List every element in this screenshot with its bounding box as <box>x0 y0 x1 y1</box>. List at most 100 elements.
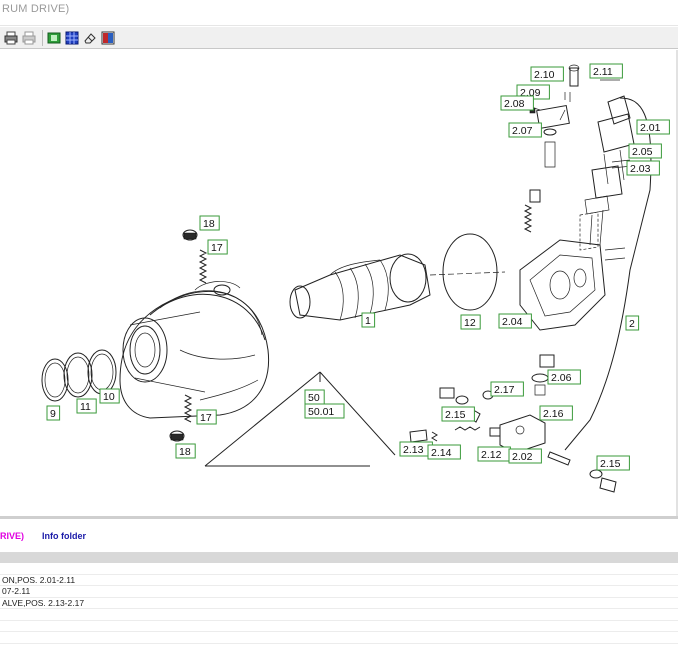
part-callout-text: 2.01 <box>640 122 661 134</box>
part-callout-text: 2.14 <box>431 447 452 459</box>
part-callout-label[interactable]: 2.11 <box>589 63 623 79</box>
part-callout-label[interactable]: 50.01 <box>304 403 345 419</box>
part-callout-text: 2.07 <box>512 125 533 137</box>
part-callout-label[interactable]: 10 <box>99 388 120 404</box>
leader-lines <box>204 79 652 467</box>
window-title: RUM DRIVE) <box>2 3 70 15</box>
part-callout-label[interactable]: 2.08 <box>500 95 534 111</box>
part-callout-text: 2.10 <box>534 69 555 81</box>
part-callout-label[interactable]: 2.16 <box>539 405 573 421</box>
part-callout-label[interactable]: 2.12 <box>477 446 511 462</box>
part-callout-label[interactable]: 1 <box>361 312 376 328</box>
toolbar <box>0 27 678 49</box>
parts-drawing-canvas: 2.102.112.092.082.072.012.052.0318171122… <box>41 63 670 493</box>
part-callout-text: 2 <box>629 318 635 330</box>
lower-valve-parts <box>409 354 617 493</box>
table-row[interactable] <box>0 632 678 644</box>
part-callout-label[interactable]: 18 <box>199 215 220 231</box>
part-callout-label[interactable]: 18 <box>175 443 196 459</box>
part-callout-text: 2.02 <box>512 451 533 463</box>
part-callout-label[interactable]: 2.06 <box>547 369 581 385</box>
seal-ring-part <box>442 233 498 311</box>
part-callout-label[interactable]: 2.03 <box>626 160 660 176</box>
part-callout-label[interactable]: 11 <box>76 398 97 414</box>
print-button[interactable] <box>3 30 18 45</box>
grid-icon <box>65 31 78 44</box>
tab-info-folder[interactable]: Info folder <box>42 531 86 541</box>
part-callout-label[interactable]: 2.07 <box>508 122 542 138</box>
part-callout-label[interactable]: 17 <box>207 239 228 255</box>
print-icon <box>4 31 17 44</box>
spring-lower-part <box>169 394 193 442</box>
part-callout-label[interactable]: 2.15 <box>441 406 475 422</box>
table-row[interactable]: ON,POS. 2.01-2.11 <box>0 575 678 586</box>
print-preview-button[interactable] <box>21 30 36 45</box>
part-callout-label[interactable]: 50 <box>304 389 325 405</box>
part-callout-text: 2.12 <box>481 449 502 461</box>
part-callout-label[interactable]: 2.17 <box>490 381 524 397</box>
window-title-bar: RUM DRIVE) <box>0 0 678 26</box>
table-row[interactable] <box>0 563 678 575</box>
part-callout-text: 11 <box>80 401 91 413</box>
part-callout-text: 12 <box>464 317 476 329</box>
table-row[interactable] <box>0 609 678 621</box>
part-callout-text: 50 <box>308 392 320 404</box>
motor-housing-part <box>119 281 270 419</box>
table-column-header <box>0 553 678 563</box>
part-callout-label[interactable]: 2.05 <box>628 143 662 159</box>
print-preview-icon <box>22 31 35 44</box>
part-callout-text: 2.13 <box>403 444 424 456</box>
export-button[interactable] <box>46 30 61 45</box>
o-ring-part <box>63 352 93 398</box>
part-callout-text: 17 <box>211 242 223 254</box>
table-row[interactable]: ALVE,POS. 2.13-2.17 <box>0 598 678 609</box>
part-callout-text: 9 <box>50 408 56 420</box>
part-callout-text: 2.04 <box>502 316 523 328</box>
snap-ring-part <box>41 358 69 402</box>
part-callout-text: 1 <box>365 315 371 327</box>
part-callout-label[interactable]: 2.15 <box>596 455 630 471</box>
eraser-button[interactable] <box>82 30 97 45</box>
bottom-tab-strip: RIVE) Info folder <box>0 525 678 545</box>
table-row[interactable]: 07-2.11 <box>0 586 678 598</box>
rotor-group-part <box>289 253 506 321</box>
part-callout-label[interactable]: 2.10 <box>530 66 564 82</box>
panel-splitter[interactable] <box>0 516 678 519</box>
export-icon <box>47 32 60 43</box>
part-callout-text: 2.16 <box>543 408 564 420</box>
part-callout-label[interactable]: 17 <box>196 409 217 425</box>
part-callout-text: 2.06 <box>551 372 572 384</box>
part-callout-text: 18 <box>179 446 191 458</box>
table-row[interactable] <box>0 621 678 632</box>
part-callout-label[interactable]: 2.14 <box>427 444 461 460</box>
part-callout-text: 50.01 <box>308 406 334 418</box>
part-callout-label[interactable]: 2 <box>625 315 640 331</box>
part-callout-text: 2.08 <box>504 98 525 110</box>
part-callout-text: 2.05 <box>632 146 653 158</box>
part-callout-text: 18 <box>203 218 215 230</box>
part-callout-text: 10 <box>103 391 115 403</box>
bookmark-button[interactable] <box>100 30 115 45</box>
tab-underline <box>0 545 678 553</box>
part-callout-label[interactable]: 2.13 <box>399 441 433 457</box>
part-callout-text: 2.15 <box>600 458 621 470</box>
eraser-icon <box>83 32 96 43</box>
part-callout-text: 2.15 <box>445 409 466 421</box>
valve-body-part <box>519 209 626 331</box>
part-callout-text: 2.17 <box>494 384 515 396</box>
part-callout-label[interactable]: 9 <box>46 405 61 421</box>
part-callout-text: 17 <box>200 412 212 424</box>
part-callout-text: 2.11 <box>593 66 613 78</box>
tab-parts-list[interactable]: RIVE) <box>0 531 25 541</box>
toolbar-separator <box>42 29 43 46</box>
grid-button[interactable] <box>64 30 79 45</box>
bookmark-icon <box>101 31 114 44</box>
drawing-scroll-edge <box>676 50 678 516</box>
part-callout-label[interactable]: 2.04 <box>498 313 532 329</box>
part-callout-label[interactable]: 12 <box>460 314 481 330</box>
part-callout-label[interactable]: 2.01 <box>636 119 670 135</box>
part-callout-text: 2.03 <box>630 163 651 175</box>
part-callout-label[interactable]: 2.02 <box>508 448 542 464</box>
